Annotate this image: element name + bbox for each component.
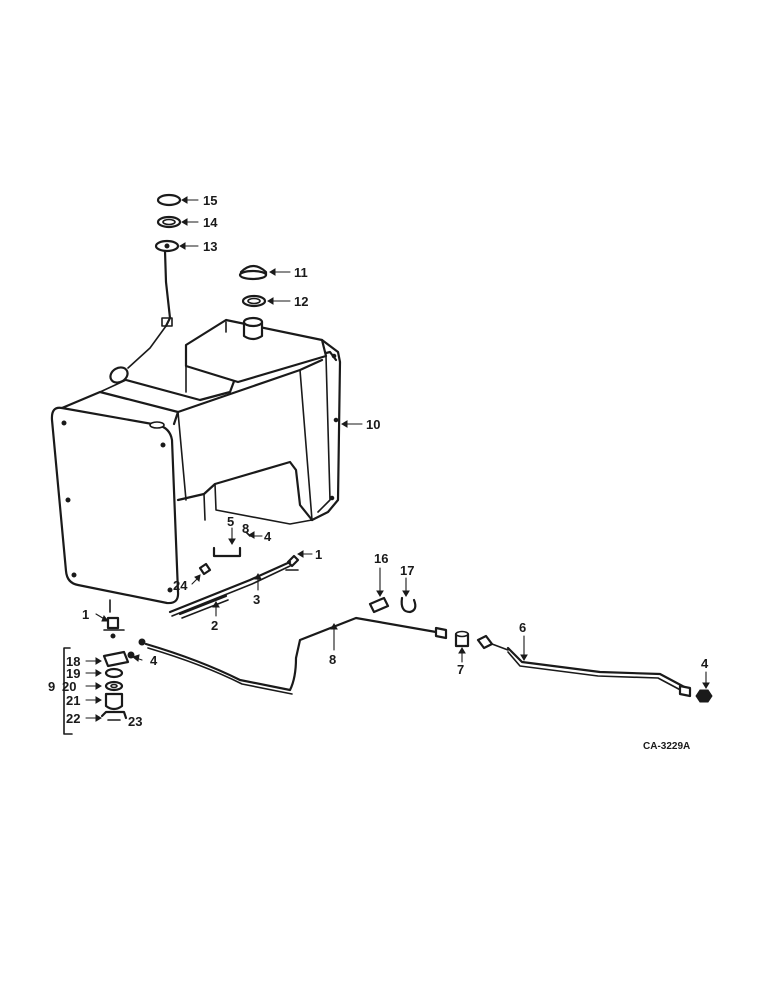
- callout-24: 24: [173, 578, 188, 593]
- valve-assembly-9: [63, 647, 135, 735]
- callout-3: 3: [253, 592, 260, 607]
- callout-13: 13: [203, 239, 217, 254]
- fitting-line-6: [476, 634, 509, 651]
- drawing-code: CA-3229A: [643, 741, 690, 752]
- callout-18: 18: [66, 654, 80, 669]
- callout-20: 20: [62, 679, 76, 694]
- clip-17: [400, 596, 417, 614]
- ring-15: [156, 193, 182, 207]
- callout-1-right: 1: [315, 547, 322, 562]
- gasket-14: [156, 215, 182, 229]
- callout-5: 5: [227, 514, 234, 529]
- callout-2: 2: [211, 618, 218, 633]
- callout-8-lower: 8: [329, 652, 336, 667]
- filter-7: [454, 630, 470, 648]
- callout-9: 9: [48, 679, 55, 694]
- filler-cap-11: [238, 264, 268, 281]
- callout-16: 16: [374, 551, 388, 566]
- callout-10: 10: [366, 417, 380, 432]
- callout-15: 15: [203, 193, 217, 208]
- callout-8-upper: 8: [242, 521, 249, 536]
- tank-fittings: [103, 531, 300, 639]
- fuel-tank: [50, 316, 342, 613]
- leader-lines: [85, 196, 710, 722]
- callout-14: 14: [203, 215, 218, 230]
- callout-4-valve: 4: [150, 653, 158, 668]
- gasket-12: [241, 294, 267, 308]
- callout-12: 12: [294, 294, 308, 309]
- callouts: 15 14 13 11 12 10 5 8 4 1 24 3 2 1 4 18 …: [48, 193, 709, 729]
- callout-7: 7: [457, 662, 464, 677]
- callout-17: 17: [400, 563, 414, 578]
- callout-19: 19: [66, 666, 80, 681]
- fuel-line-8: [138, 616, 448, 695]
- callout-6: 6: [519, 620, 526, 635]
- callout-4-upper: 4: [264, 529, 272, 544]
- callout-4-right: 4: [701, 656, 709, 671]
- callout-23: 23: [128, 714, 142, 729]
- callout-21: 21: [66, 693, 80, 708]
- hose-16: [368, 596, 390, 614]
- callout-1-left: 1: [82, 607, 89, 622]
- fuel-line-6: [506, 646, 692, 698]
- callout-11: 11: [294, 265, 308, 280]
- nut-4-right: [695, 689, 713, 703]
- fuel-sending-unit: [109, 239, 180, 384]
- callout-22: 22: [66, 711, 80, 726]
